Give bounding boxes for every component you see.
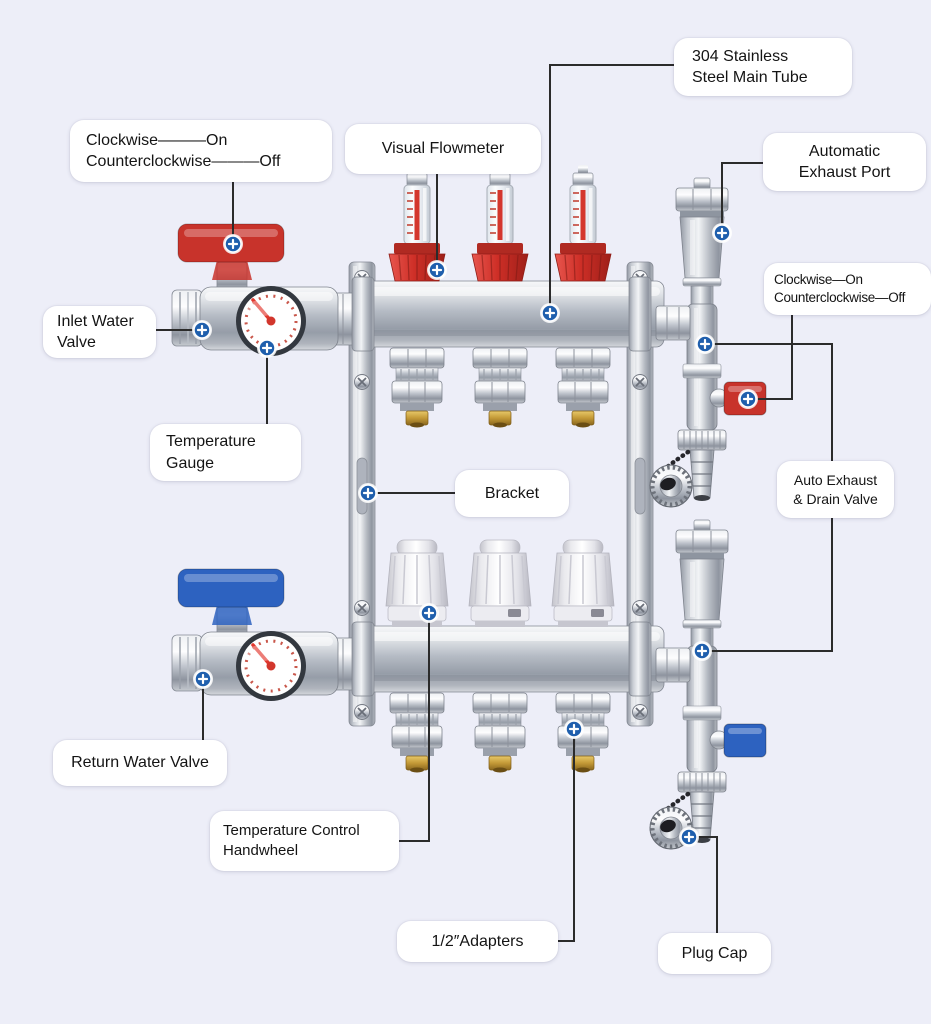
label-text: Return Water Valve xyxy=(71,754,209,772)
label-return-water-valve: Return Water Valve xyxy=(53,740,227,786)
plus-marker-icon xyxy=(419,603,439,623)
label-text: Bracket xyxy=(484,484,540,502)
label-text: Clockwise———On xyxy=(86,131,228,149)
label-text: Temperature xyxy=(166,433,256,451)
plus-marker-icon xyxy=(679,827,699,847)
label-bracket: Bracket xyxy=(455,470,569,517)
supply-manifold xyxy=(170,164,766,507)
label-text: Counterclockwise———Off xyxy=(86,153,281,170)
label-plug-cap: Plug Cap xyxy=(658,933,771,974)
plus-marker-icon xyxy=(427,260,447,280)
label-text: & Drain Valve xyxy=(793,490,878,507)
label-valve-direction-right: Clockwise—On Counterclockwise—Off xyxy=(764,263,931,315)
plus-marker-icon xyxy=(738,389,758,409)
label-temperature-gauge: Temperature Gauge xyxy=(150,424,301,481)
plus-marker-icon xyxy=(692,641,712,661)
plus-marker-icon xyxy=(358,483,378,503)
callout-markers xyxy=(192,223,758,847)
leader-handwheel xyxy=(399,613,430,842)
leader-auto-exhaust-top xyxy=(705,343,833,461)
plus-marker-icon xyxy=(223,234,243,254)
label-inlet-water-valve: Inlet Water Valve xyxy=(43,306,156,358)
label-text: Clockwise—On xyxy=(774,272,863,288)
leader-adapters xyxy=(558,729,575,942)
label-temperature-control-handwheel: Temperature Control Handwheel xyxy=(210,811,399,871)
label-text: Exhaust Port xyxy=(798,164,891,181)
label-text: Inlet Water xyxy=(57,312,134,330)
label-text: 304 Stainless xyxy=(692,47,789,65)
plus-marker-icon xyxy=(712,223,732,243)
label-visual-flowmeter: Visual Flowmeter xyxy=(345,124,541,174)
return-manifold xyxy=(170,520,766,849)
label-text: Plug Cap xyxy=(681,944,748,962)
label-main-tube: 304 Stainless Steel Main Tube xyxy=(674,38,852,96)
plus-marker-icon xyxy=(695,334,715,354)
label-text: Temperature Control xyxy=(223,822,360,840)
label-text: 1/2″Adapters xyxy=(431,932,524,950)
label-text: Auto Exhaust xyxy=(793,472,878,489)
leader-plug-cap xyxy=(689,836,718,933)
label-text: Valve xyxy=(57,334,96,351)
label-text: Automatic xyxy=(808,142,881,160)
visual-flowmeters xyxy=(388,164,612,282)
label-text: Visual Flowmeter xyxy=(381,140,505,158)
callout-lines xyxy=(156,64,833,942)
plus-marker-icon xyxy=(540,303,560,323)
label-text: Steel Main Tube xyxy=(692,69,808,86)
leader-automatic-exhaust-port xyxy=(721,162,763,233)
return-exhaust-drain-assembly xyxy=(650,520,766,849)
label-text: Counterclockwise—Off xyxy=(774,290,906,305)
label-text: Gauge xyxy=(166,454,215,472)
plus-marker-icon xyxy=(564,719,584,739)
leader-main-tube xyxy=(549,64,674,313)
label-text: Handwheel xyxy=(223,842,299,859)
plus-marker-icon xyxy=(193,669,213,689)
plus-marker-icon xyxy=(192,320,212,340)
supply-adapters xyxy=(389,347,611,429)
label-auto-exhaust-drain-valve: Auto Exhaust & Drain Valve xyxy=(777,461,894,518)
leader-auto-exhaust-bottom xyxy=(702,518,833,652)
label-half-inch-adapters: 1/2″Adapters xyxy=(397,921,558,962)
plus-marker-icon xyxy=(257,338,277,358)
label-automatic-exhaust-port: Automatic Exhaust Port xyxy=(763,133,926,191)
label-valve-direction-top: Clockwise———On Counterclockwise———Off xyxy=(70,120,332,182)
